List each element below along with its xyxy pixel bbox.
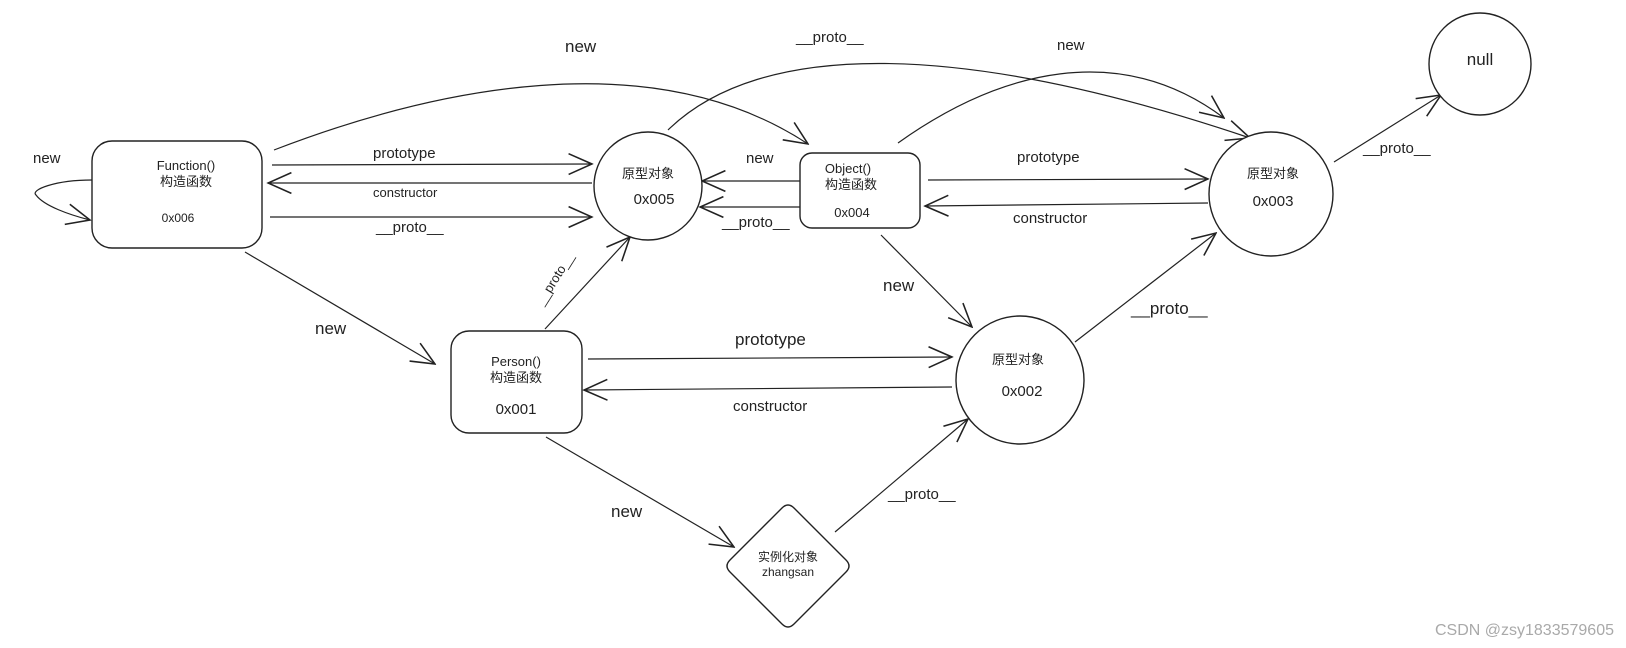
prototype-002-address: 0x002 <box>1002 383 1043 400</box>
label-function-prototype: prototype <box>373 145 436 162</box>
label-function-constructor: constructor <box>373 185 438 200</box>
label-person-constructor: constructor <box>733 398 807 415</box>
edge-person-prototype <box>587 357 952 359</box>
edge-person-constructor <box>584 387 953 390</box>
label-function-proto: __proto__ <box>375 219 444 236</box>
null-label: null <box>1467 50 1493 69</box>
object-node-title: Object() <box>825 161 871 176</box>
object-node-address: 0x004 <box>834 205 869 220</box>
label-002-proto-003: __proto__ <box>1130 299 1208 318</box>
person-node-subtitle: 构造函数 <box>490 370 542 385</box>
instance-node-title: 实例化对象 <box>758 549 818 564</box>
edge-function-self-new <box>34 179 93 220</box>
edge-object-constructor <box>925 203 1209 206</box>
function-constructor-node <box>91 140 263 249</box>
function-node-address: 0x006 <box>162 211 195 225</box>
prototype-object-005-node <box>593 131 703 241</box>
label-object-prototype: prototype <box>1017 149 1080 166</box>
prototype-003-address: 0x003 <box>1253 193 1294 210</box>
edge-function-new-object <box>273 83 808 151</box>
function-node-subtitle: 构造函数 <box>160 174 212 189</box>
label-object-proto-005: __proto__ <box>721 214 790 231</box>
label-person-proto-005: __proto__ <box>532 249 577 308</box>
label-new-self: new <box>33 150 61 167</box>
prototype-005-address: 0x005 <box>634 191 675 208</box>
prototype-object-002-node <box>955 315 1085 445</box>
label-person-prototype: prototype <box>735 330 806 349</box>
prototype-005-title: 原型对象 <box>622 166 674 181</box>
object-constructor-node <box>799 152 921 229</box>
edge-object-new-003 <box>897 71 1224 144</box>
edge-object-new-002 <box>880 234 972 327</box>
instance-node-subtitle: zhangsan <box>762 565 814 579</box>
label-object-new-003: new <box>1057 37 1085 54</box>
prototype-003-title: 原型对象 <box>1247 166 1299 181</box>
person-node-title: Person() <box>491 354 541 369</box>
label-function-new-person: new <box>315 319 347 338</box>
label-instance-proto: __proto__ <box>887 486 956 503</box>
label-005-proto-003: __proto__ <box>795 29 864 46</box>
label-function-new-object: new <box>565 37 597 56</box>
label-person-new-instance: new <box>611 502 643 521</box>
edge-005-proto-003 <box>667 62 1250 138</box>
label-object-constructor: constructor <box>1013 210 1087 227</box>
function-node-title: Function() <box>157 158 216 173</box>
label-003-proto-null: __proto__ <box>1362 140 1431 157</box>
edge-function-new-person <box>244 251 435 364</box>
edge-function-prototype <box>271 164 592 165</box>
edge-person-proto-005 <box>544 237 630 330</box>
prototype-002-title: 原型对象 <box>992 352 1044 367</box>
instance-zhangsan-node <box>726 504 850 628</box>
person-node-address: 0x001 <box>496 401 537 418</box>
person-constructor-node <box>450 330 583 434</box>
edge-person-new-instance <box>545 436 734 547</box>
label-object-new-002: new <box>883 276 915 295</box>
edge-003-proto-null <box>1333 95 1441 163</box>
edge-002-proto-003 <box>1074 233 1216 343</box>
edge-instance-proto-002 <box>834 419 968 533</box>
edge-object-prototype <box>927 179 1208 180</box>
label-object-new-005: new <box>746 150 774 167</box>
csdn-watermark: CSDN @zsy1833579605 <box>1434 622 1614 639</box>
object-node-subtitle: 构造函数 <box>825 177 877 192</box>
prototype-object-003-node <box>1208 131 1334 257</box>
null-node <box>1428 12 1532 116</box>
